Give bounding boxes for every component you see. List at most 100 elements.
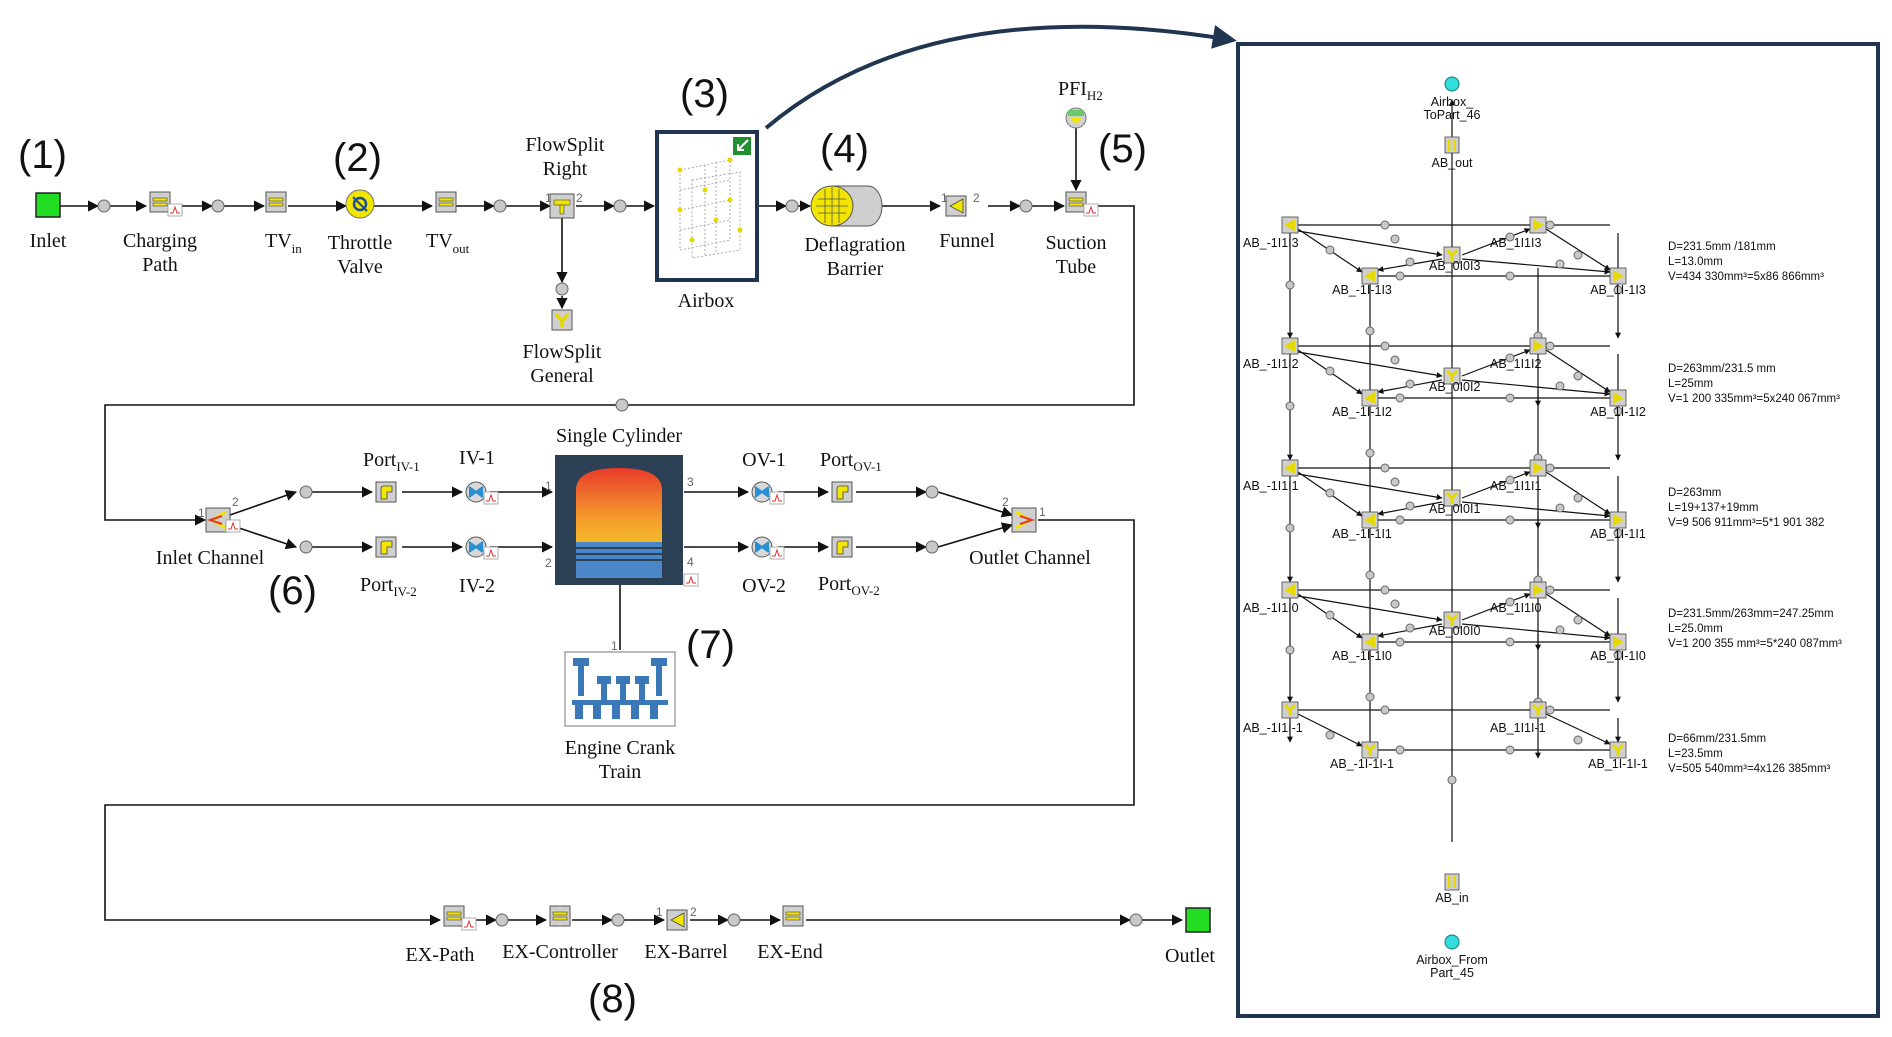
detail-corner-node[interactable] xyxy=(1281,337,1299,355)
detail-level-label: AB_-1I1I0 xyxy=(1243,601,1299,615)
ex-barrel-icon[interactable] xyxy=(666,909,688,931)
detail-corner-node[interactable] xyxy=(1280,700,1300,720)
detail-corner-node[interactable] xyxy=(1361,389,1379,407)
detail-corner-node[interactable] xyxy=(1609,633,1627,651)
detail-level-label: AB_1I-1I3 xyxy=(1590,283,1646,297)
flowsplit-general-icon[interactable] xyxy=(550,308,574,332)
port-ov-2-label: PortOV-2 xyxy=(818,573,880,598)
port-ov-2-icon[interactable] xyxy=(831,536,853,558)
detail-level-label: AB_1I-1I-1 xyxy=(1588,757,1648,771)
detail-corner-node[interactable] xyxy=(1281,216,1299,234)
pfi-injector-icon[interactable] xyxy=(1065,107,1087,129)
outlet-icon[interactable] xyxy=(1185,907,1211,933)
detail-level-label: AB_-1I-1I0 xyxy=(1332,649,1392,663)
detail-level-label: AB_-1I-1I-1 xyxy=(1330,757,1394,771)
engine-crank-train-icon[interactable] xyxy=(564,651,676,727)
port-iv-1-icon[interactable] xyxy=(375,481,397,503)
zoom-arrow xyxy=(764,24,1237,130)
tv-in-pipe[interactable] xyxy=(265,191,287,213)
detail-corner-node[interactable] xyxy=(1529,216,1547,234)
svg-text:4: 4 xyxy=(687,555,694,569)
detail-node xyxy=(1325,245,1335,255)
port-iv-2-icon[interactable] xyxy=(375,536,397,558)
detail-node xyxy=(1285,645,1295,655)
detail-node xyxy=(1365,570,1375,580)
detail-corner-node[interactable] xyxy=(1361,511,1379,529)
detail-node xyxy=(1573,735,1583,745)
loop-connections xyxy=(104,205,1135,926)
funnel-icon[interactable] xyxy=(945,195,967,217)
detail-corner-node[interactable] xyxy=(1361,633,1379,651)
detail-corner-node[interactable] xyxy=(1528,700,1548,720)
inlet-label: Inlet xyxy=(30,230,67,252)
detail-node xyxy=(1555,625,1565,635)
ex-controller-pipe[interactable] xyxy=(549,905,571,927)
single-cylinder-icon[interactable] xyxy=(555,455,699,587)
detail-corner-node[interactable] xyxy=(1608,740,1628,760)
detail-node xyxy=(1505,232,1515,242)
ov-1-valve-icon[interactable] xyxy=(751,481,773,503)
funnel-label: Funnel xyxy=(939,230,995,252)
ab-in-pipe[interactable] xyxy=(1444,873,1460,891)
inlet-icon[interactable] xyxy=(35,192,61,218)
ov-1-curve-icon xyxy=(769,491,785,505)
detail-node xyxy=(1545,705,1555,715)
deflagration-barrier-icon[interactable] xyxy=(810,185,883,227)
ex-path-pipe[interactable] xyxy=(443,905,465,927)
flowsplit-right-icon[interactable] xyxy=(549,193,575,219)
svg-text:(4): (4) xyxy=(820,127,869,171)
airbox-bottom-port-icon xyxy=(1444,934,1460,950)
tv-out-pipe[interactable] xyxy=(435,191,457,213)
ab-in-label: AB_in xyxy=(1435,891,1468,905)
detail-level-label: AB_1I1I3 xyxy=(1490,236,1541,250)
detail-node xyxy=(1545,463,1555,473)
detail-corner-node[interactable] xyxy=(1529,459,1547,477)
port-numbers: 1 2 1 2 1 2 1 2 3 4 2 1 1 1 2 xyxy=(198,191,1046,919)
svg-text:2: 2 xyxy=(1002,495,1009,509)
detail-corner-node[interactable] xyxy=(1609,511,1627,529)
detail-node xyxy=(1325,610,1335,620)
detail-level-label: AB_0I0I0 xyxy=(1429,624,1480,638)
detail-node xyxy=(1573,371,1583,381)
detail-node xyxy=(1613,650,1623,660)
detail-corner-node[interactable] xyxy=(1609,267,1627,285)
svg-text:(7): (7) xyxy=(686,623,735,667)
suction-tube-pipe[interactable] xyxy=(1065,191,1087,213)
ab-out-label: AB_out xyxy=(1431,156,1473,170)
charging-path-pipe[interactable] xyxy=(149,191,171,213)
detail-node xyxy=(1405,257,1415,267)
iv-2-valve-icon[interactable] xyxy=(465,536,487,558)
outlet-channel-icon[interactable] xyxy=(1011,507,1037,533)
ex-end-pipe[interactable] xyxy=(782,905,804,927)
ov-2-valve-icon[interactable] xyxy=(751,536,773,558)
ov-2-label: OV-2 xyxy=(742,575,786,597)
detail-corner-node[interactable] xyxy=(1360,740,1380,760)
detail-corner-node[interactable] xyxy=(1281,459,1299,477)
detail-corner-node[interactable] xyxy=(1361,267,1379,285)
detail-node xyxy=(1390,234,1400,244)
detail-corner-node[interactable] xyxy=(1529,337,1547,355)
port-ov-1-label: PortOV-1 xyxy=(820,449,882,474)
detail-corner-node[interactable] xyxy=(1281,581,1299,599)
airbox-icon[interactable] xyxy=(655,130,759,282)
detail-node xyxy=(1395,271,1405,281)
detail-corner-node[interactable] xyxy=(1529,581,1547,599)
detail-node xyxy=(1613,528,1623,538)
detail-node xyxy=(1545,220,1555,230)
port-ov-1-icon[interactable] xyxy=(831,481,853,503)
inlet-channel-curve-icon xyxy=(225,519,241,533)
single-cylinder-curve-icon xyxy=(683,573,699,587)
throttle-valve-icon[interactable] xyxy=(345,189,375,219)
iv-1-valve-icon[interactable] xyxy=(465,481,487,503)
ab-out-pipe[interactable] xyxy=(1444,136,1460,154)
detail-node xyxy=(1505,353,1515,363)
svg-text:(5): (5) xyxy=(1098,127,1147,171)
detail-level-label: AB_-1I-1I3 xyxy=(1332,283,1392,297)
detail-corner-node[interactable] xyxy=(1609,389,1627,407)
